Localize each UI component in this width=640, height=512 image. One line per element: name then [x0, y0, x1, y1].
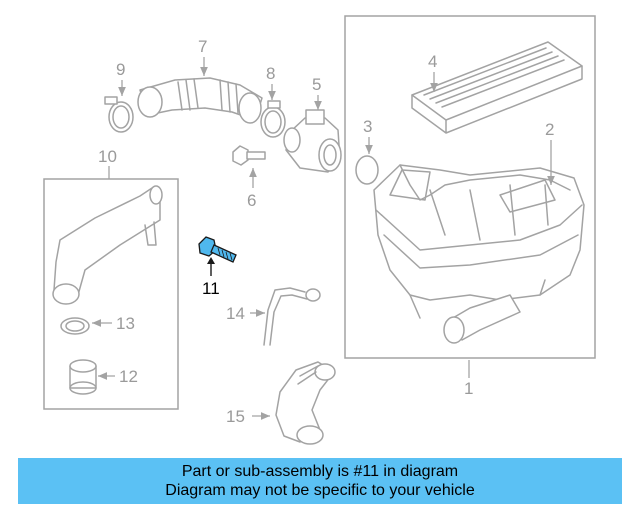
- part-14-tube: [250, 287, 321, 346]
- label-1: 1: [464, 379, 473, 398]
- part-13-clamp: [60, 317, 112, 335]
- part-15-hose: [252, 361, 336, 445]
- label-12: 12: [119, 367, 138, 386]
- label-4: 4: [428, 52, 437, 71]
- part-10-duct: [52, 166, 163, 305]
- part-3-o-ring: [355, 137, 379, 185]
- label-3: 3: [363, 117, 372, 136]
- part-7-intake-hose: [137, 57, 263, 124]
- part-5-maf-sensor: [283, 95, 342, 173]
- label-15: 15: [226, 407, 245, 426]
- label-2: 2: [545, 120, 554, 139]
- label-8: 8: [266, 64, 275, 83]
- part-6-bolt: [232, 145, 266, 188]
- label-14: 14: [226, 304, 245, 323]
- label-6: 6: [247, 191, 256, 210]
- assembly-box-10: [43, 178, 179, 410]
- part-12-coupler: [69, 359, 115, 395]
- part-9-clamp: [104, 80, 134, 133]
- part-8-clamp: [260, 84, 286, 138]
- label-10: 10: [98, 147, 117, 166]
- info-banner: Part or sub-assembly is #11 in diagram D…: [18, 458, 622, 504]
- label-7: 7: [198, 37, 207, 56]
- label-5: 5: [312, 75, 321, 94]
- label-9: 9: [116, 60, 125, 79]
- part-1-air-cleaner: [373, 140, 585, 378]
- assembly-box-1: [344, 15, 596, 359]
- part-4-filter-element: [411, 41, 583, 134]
- parts-diagram: 1 2 3 4 5 6 7 8 9 10 11 12 13 14 15: [43, 15, 596, 445]
- banner-line-1: Part or sub-assembly is #11 in diagram: [181, 463, 459, 480]
- label-13: 13: [116, 314, 135, 333]
- part-11-bolt-highlighted: [198, 236, 237, 276]
- banner-line-2: Diagram may not be specific to your vehi…: [165, 482, 475, 499]
- label-11: 11: [202, 279, 220, 298]
